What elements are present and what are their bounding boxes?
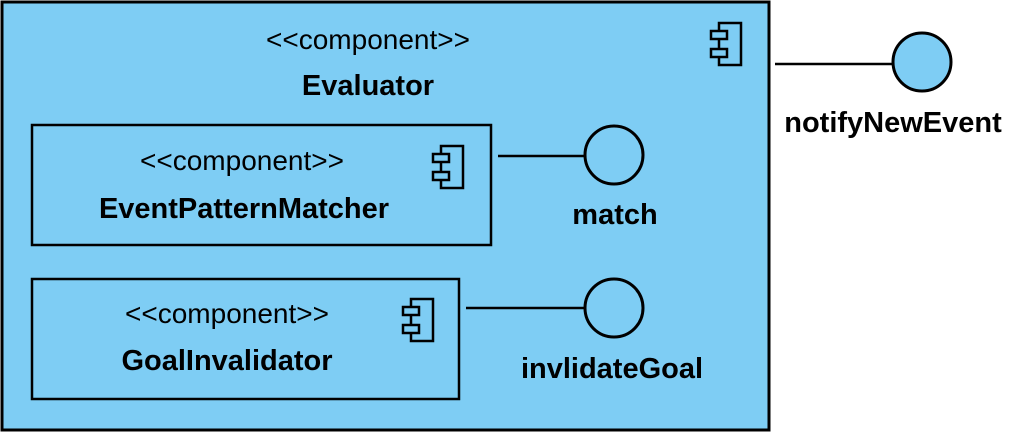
notify-new-event-interface[interactable]: notifyNewEvent [775,31,1002,139]
match-interface-label: match [572,199,657,231]
notify-lollipop-circle [891,31,953,93]
event-pattern-matcher-box [30,123,493,247]
event-pattern-matcher-name: EventPatternMatcher [99,193,389,225]
evaluator-stereotype: <<component>> [266,24,470,55]
goal-invalidator-component[interactable]: <<component>> GoalInvalidator [30,277,461,401]
goal-invalidator-name: GoalInvalidator [121,345,332,377]
event-pattern-matcher-component[interactable]: <<component>> EventPatternMatcher [30,123,493,247]
component-icon [401,297,435,343]
invalidate-goal-interface[interactable]: invlidateGoal [466,277,703,385]
event-pattern-matcher-stereotype: <<component>> [140,145,344,176]
component-icon [709,21,743,67]
component-icon [431,144,465,190]
goal-invalidator-box [30,277,461,401]
match-interface[interactable]: match [498,124,658,231]
notify-interface-label: notifyNewEvent [784,107,1002,139]
invalidate-lollipop-circle [583,277,645,339]
goal-invalidator-stereotype: <<component>> [125,298,329,329]
invalidate-interface-label: invlidateGoal [521,353,703,385]
evaluator-name: Evaluator [302,70,434,102]
match-lollipop-circle [583,124,645,186]
